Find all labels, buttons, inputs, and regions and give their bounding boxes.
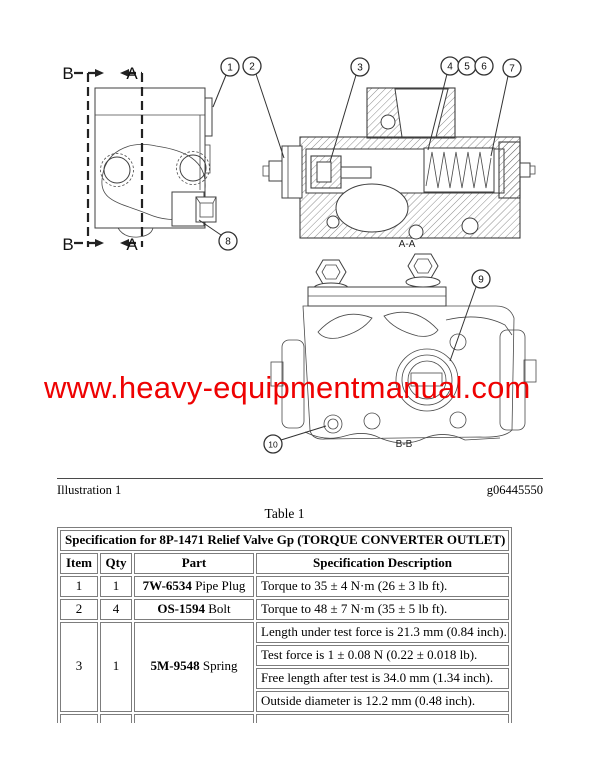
- table-row: 3 1 5M-9548 Spring Length under test for…: [60, 621, 509, 712]
- cell-spec: Outside diameter is 12.2 mm (0.48 inch).: [256, 690, 509, 712]
- svg-text:10: 10: [268, 440, 278, 450]
- cell-part: 5M-9548 Spring: [134, 621, 254, 712]
- table-row: 2 4 OS-1594 Bolt Torque to 48 ± 7 N·m (3…: [60, 598, 509, 620]
- section-view-aa: A-A: [262, 87, 536, 250]
- cell-part: OS-1594 Bolt: [134, 598, 254, 620]
- cell-part: [134, 713, 254, 723]
- cell-qty: 4: [100, 598, 132, 620]
- cell-spec: Test force is 1 ± 0.08 N (0.22 ± 0.018 l…: [256, 644, 509, 666]
- section-view-bb: B-B: [270, 253, 537, 450]
- svg-text:1: 1: [227, 63, 233, 74]
- cell-spec: [256, 713, 509, 723]
- callout-4: 4: [427, 56, 460, 151]
- cell-part: 7W-6534 Pipe Plug: [134, 575, 254, 597]
- table-header-row: Item Qty Part Specification Description: [60, 552, 509, 574]
- technical-diagram: B A B A A-A: [62, 56, 537, 454]
- cell-qty: 1: [100, 621, 132, 712]
- callout-10: 10: [263, 425, 327, 454]
- spring-coil: [425, 151, 492, 189]
- section-label-a-top: A: [126, 64, 138, 83]
- cell-spec: Torque to 48 ± 7 N·m (35 ± 5 lb ft).: [256, 598, 509, 620]
- view-label-aa: A-A: [399, 239, 416, 250]
- table-caption: Table 1: [264, 506, 305, 521]
- spec-table-container: Specification for 8P-1471 Relief Valve G…: [57, 527, 516, 723]
- divider-line: [57, 478, 543, 479]
- section-arrow-a-top: [120, 69, 129, 77]
- svg-text:9: 9: [478, 275, 484, 286]
- callout-3: 3: [329, 57, 370, 163]
- svg-text:7: 7: [509, 64, 515, 75]
- table-row: Outside diameter is 12.2 mm (0.48 inch).: [60, 690, 509, 712]
- section-arrow-b-bottom: [95, 239, 104, 247]
- cell-spec: Free length after test is 34.0 mm (1.34 …: [256, 667, 509, 689]
- callout-9: 9: [449, 269, 491, 362]
- svg-text:3: 3: [357, 63, 363, 74]
- section-arrow-b-top: [95, 69, 104, 77]
- callout-2: 2: [242, 56, 285, 159]
- section-label-b-bottom: B: [62, 235, 73, 254]
- illustration-ref-number: g06445550: [486, 483, 543, 497]
- illustration-caption: Illustration 1: [57, 483, 122, 497]
- table-row: Free length after test is 34.0 mm (1.34 …: [60, 667, 509, 689]
- col-header-item: Item: [60, 552, 98, 574]
- col-header-part: Part: [134, 552, 254, 574]
- callout-8: 8: [198, 219, 238, 251]
- hex-bolt: [405, 253, 441, 288]
- col-header-qty: Qty: [100, 552, 132, 574]
- section-label-a-bottom: A: [126, 235, 138, 254]
- svg-text:5: 5: [464, 62, 470, 73]
- view-label-bb: B-B: [396, 439, 413, 450]
- cell-qty: [100, 713, 132, 723]
- cell-item: 3: [60, 621, 98, 712]
- cell-item: 2: [60, 598, 98, 620]
- watermark-text: www.heavy-equipmentmanual.com: [44, 370, 531, 405]
- callout-5: 5: [457, 56, 477, 76]
- callouts: 1 2 3 4 5 6 7: [198, 56, 522, 454]
- section-arrow-a-bottom: [120, 239, 129, 247]
- svg-text:6: 6: [481, 62, 487, 73]
- spec-table: Specification for 8P-1471 Relief Valve G…: [57, 527, 512, 723]
- svg-text:4: 4: [447, 62, 453, 73]
- table-row: Test force is 1 ± 0.08 N (0.22 ± 0.018 l…: [60, 644, 509, 666]
- table-title: Specification for 8P-1471 Relief Valve G…: [60, 530, 509, 551]
- table-row-clipped: [60, 713, 509, 723]
- svg-text:8: 8: [225, 237, 231, 248]
- cell-item: 1: [60, 575, 98, 597]
- cell-spec: Torque to 35 ± 4 N·m (26 ± 3 lb ft).: [256, 575, 509, 597]
- callout-1: 1: [212, 57, 240, 108]
- cell-qty: 1: [100, 575, 132, 597]
- col-header-spec: Specification Description: [256, 552, 509, 574]
- svg-text:2: 2: [249, 62, 255, 73]
- table-title-row: Specification for 8P-1471 Relief Valve G…: [60, 530, 509, 551]
- cell-spec: Length under test force is 21.3 mm (0.84…: [256, 621, 509, 643]
- plan-view: B A B A: [62, 64, 217, 254]
- callout-7: 7: [490, 58, 522, 157]
- cell-item: [60, 713, 98, 723]
- table-row: 1 1 7W-6534 Pipe Plug Torque to 35 ± 4 N…: [60, 575, 509, 597]
- section-label-b-top: B: [62, 64, 73, 83]
- callout-6: 6: [474, 56, 494, 76]
- illustration-caption-row: Illustration 1 g06445550: [57, 483, 543, 498]
